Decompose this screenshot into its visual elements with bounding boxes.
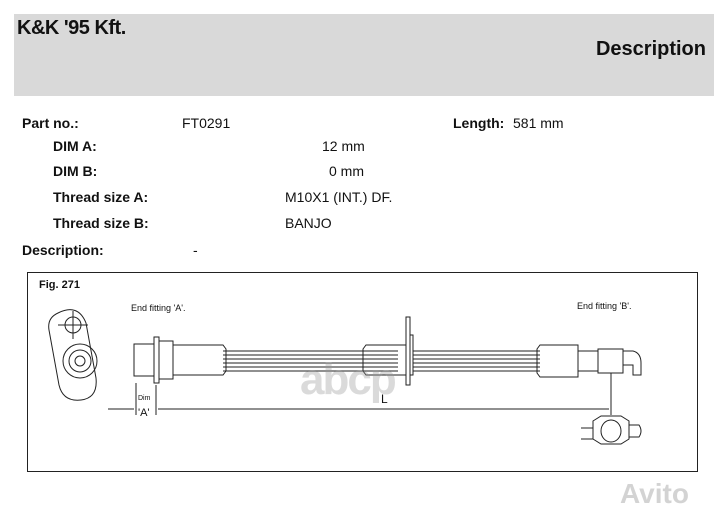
part-no-value: FT0291 [182, 115, 231, 131]
watermark-abcp: abcp [300, 355, 397, 404]
banjo-top-view [581, 415, 642, 445]
page-title: Description [595, 38, 706, 60]
thread-b-value: BANJO [285, 215, 332, 231]
dim-label: Dim [138, 395, 151, 402]
technical-figure: Fig. 271 End fitting 'A'. End fitting 'B… [27, 272, 698, 472]
dim-a-mark: 'A' [138, 407, 150, 419]
end-fitting-a-label: End fitting 'A'. [131, 303, 186, 313]
dim-b-value: 0 mm [329, 163, 364, 179]
hose-drawing [48, 309, 642, 445]
dim-a-value: 12 mm [322, 138, 365, 154]
figure-label: Fig. 271 [39, 279, 80, 291]
hose-assembly [108, 316, 642, 415]
description-value: - [193, 242, 198, 258]
description-label: Description: [22, 242, 104, 258]
dim-a-label: DIM A: [53, 138, 97, 154]
thread-a-value: M10X1 (INT.) DF. [285, 189, 393, 205]
banjo-side-view [48, 309, 98, 401]
length-label: Length: [453, 115, 505, 131]
thread-a-label: Thread size A: [53, 189, 149, 205]
watermark-avito: Avito [620, 478, 689, 509]
brand-name: K&K '95 Kft. [17, 17, 126, 39]
header-band: K&K '95 Kft. Description [14, 14, 714, 96]
dim-b-label: DIM B: [53, 163, 98, 179]
length-mark: L [381, 392, 388, 406]
part-no-label: Part no.: [22, 115, 79, 131]
length-value: 581 mm [513, 115, 564, 131]
end-fitting-b-label: End fitting 'B'. [577, 301, 632, 311]
thread-b-label: Thread size B: [53, 215, 149, 231]
